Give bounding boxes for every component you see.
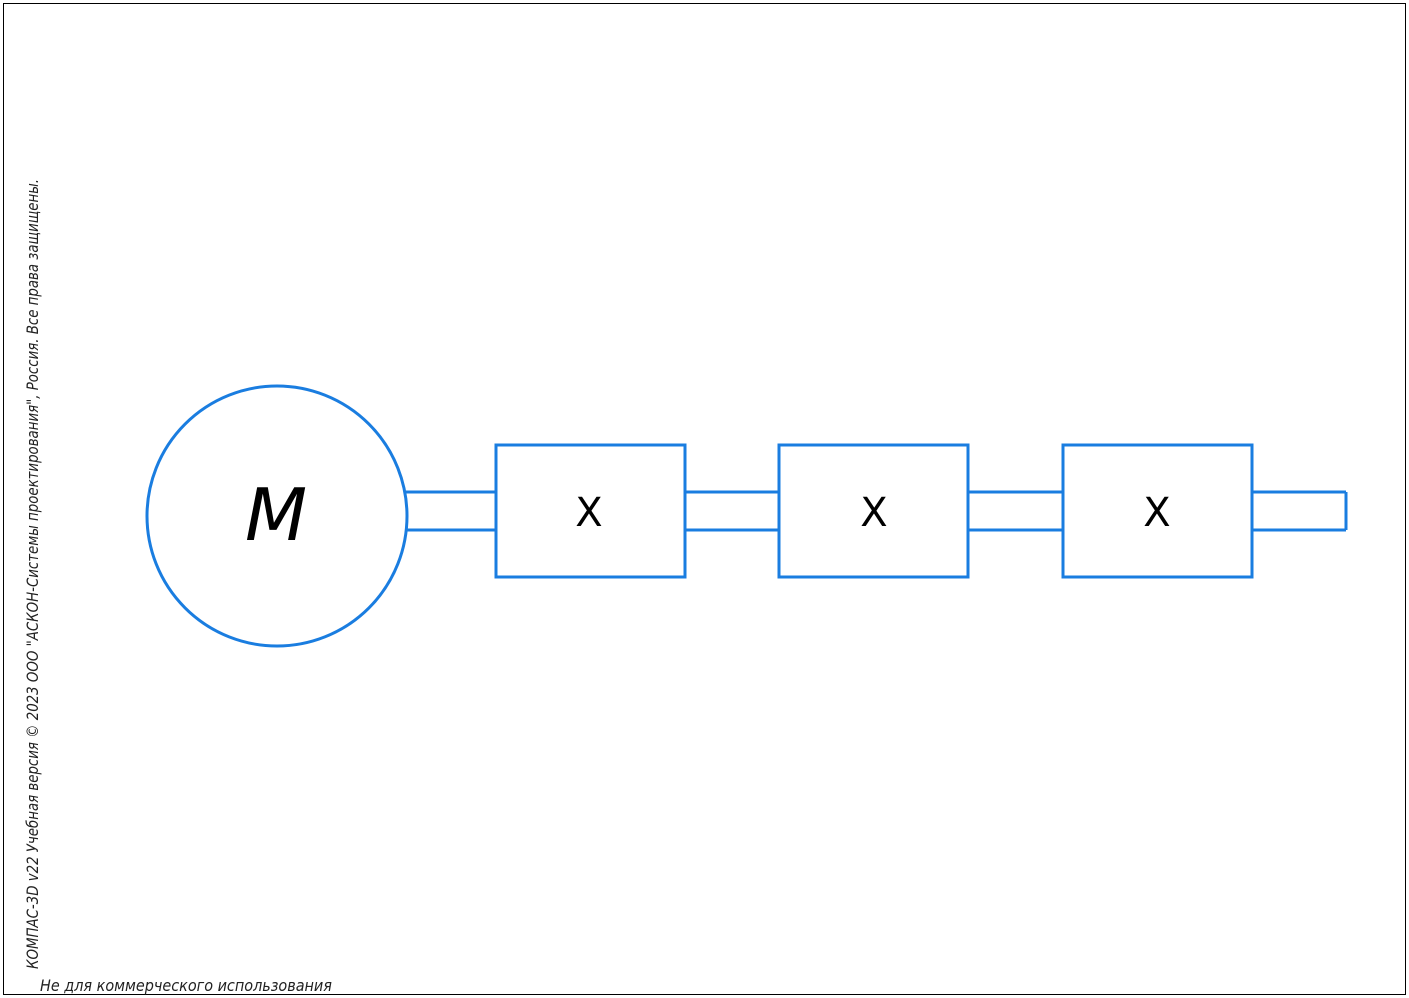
gearbox-2-box — [777, 443, 970, 579]
gearbox-3: X — [1061, 443, 1254, 579]
shaft-segment-3 — [968, 490, 1063, 532]
gearbox-3-box — [1061, 443, 1254, 579]
sheet-frame — [3, 3, 1406, 995]
non-commercial-notice: Не для коммерческого использования — [40, 976, 332, 995]
gearbox-3-label: X — [1143, 490, 1170, 536]
gearbox-1: X — [494, 443, 687, 579]
shaft-segment-1 — [405, 490, 496, 532]
motor-label: M — [245, 473, 307, 557]
gearbox-2: X — [777, 443, 970, 579]
output-shaft — [1252, 490, 1348, 532]
gearbox-1-label: X — [575, 490, 602, 536]
motor-symbol: M — [145, 384, 409, 648]
gearbox-1-box — [494, 443, 687, 579]
gearbox-2-label: X — [860, 490, 887, 536]
motor-circle — [145, 384, 409, 648]
copyright-stamp: КОМПАС-3D v22 Учебная версия © 2023 ООО … — [23, 179, 42, 969]
shaft-segment-2 — [685, 490, 779, 532]
